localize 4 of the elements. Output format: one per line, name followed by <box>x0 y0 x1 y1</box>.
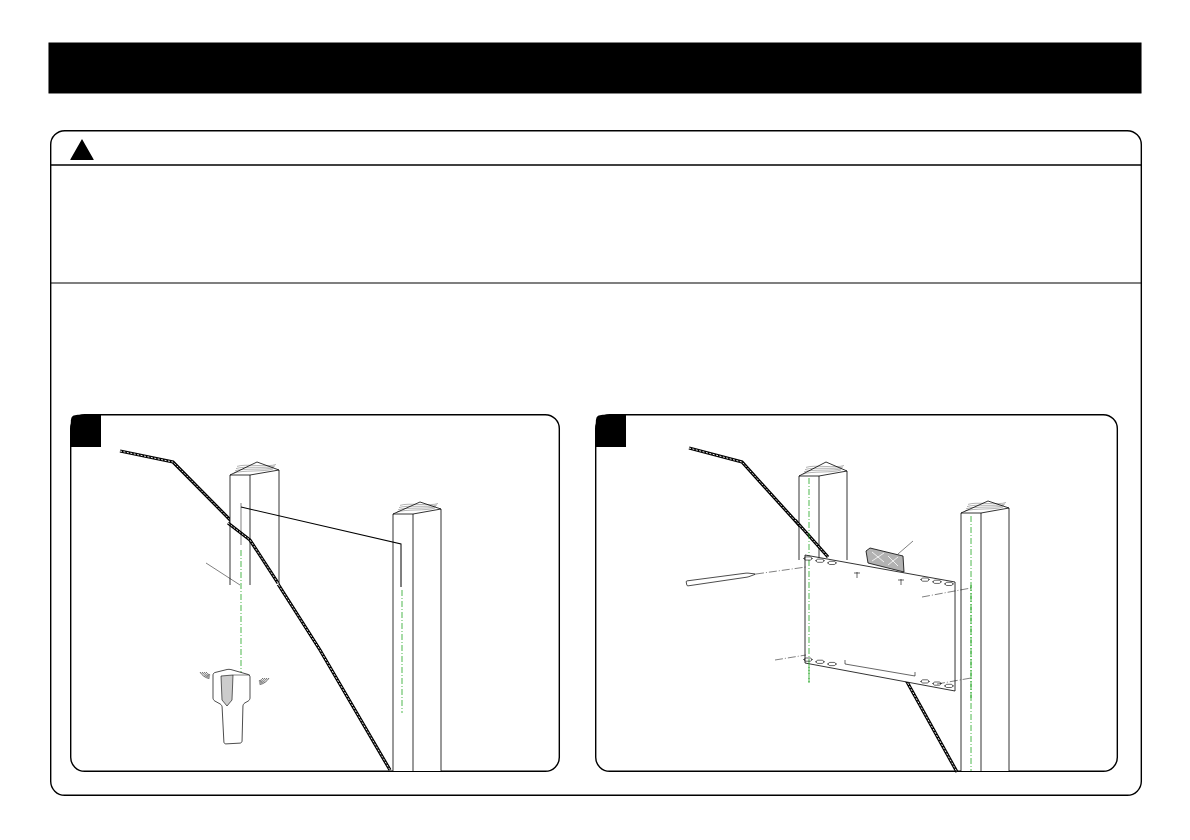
step-panel <box>70 414 560 772</box>
instruction-frame <box>50 130 1142 796</box>
header-bar <box>48 42 1142 94</box>
step-panel <box>595 414 1118 772</box>
